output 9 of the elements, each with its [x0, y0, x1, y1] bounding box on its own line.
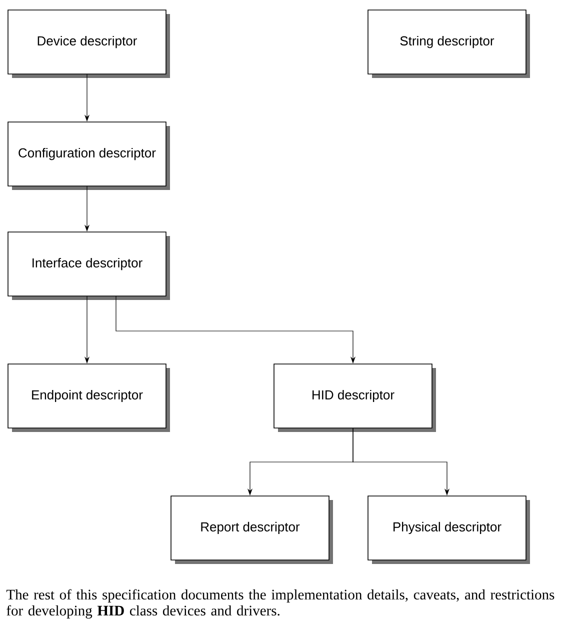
descriptor-box: Physical descriptor [368, 496, 530, 564]
descriptor-box: String descriptor [368, 10, 530, 78]
descriptor-box: Device descriptor [8, 10, 170, 78]
descriptor-box: Report descriptor [170, 496, 333, 564]
descriptor-box: Interface descriptor [8, 232, 170, 300]
caption: The rest of this specification documents the implementation details, caveats, and restrictions for developing HID class devices and drivers. [6, 589, 554, 619]
descriptor-box: HID descriptor [274, 364, 436, 432]
descriptor-box: Endpoint descriptor [8, 364, 170, 432]
descriptor-box: Configuration descriptor [8, 122, 170, 190]
